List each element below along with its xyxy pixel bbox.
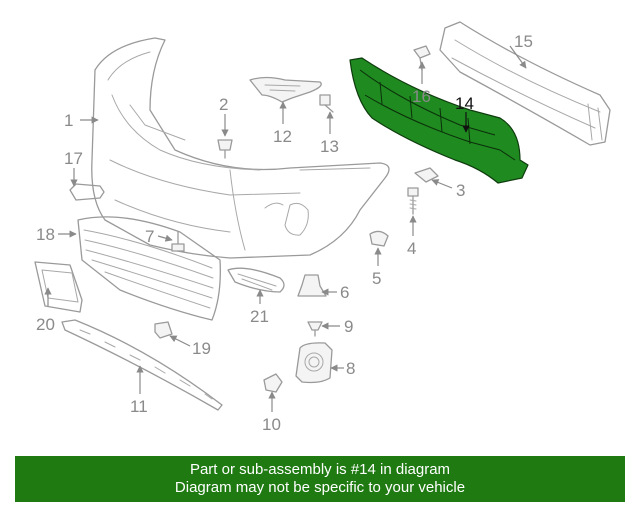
reinforcement-15 [439,21,611,146]
svg-text:10: 10 [262,415,281,434]
bolt-13 [319,94,334,113]
callout-1: 1 [64,111,99,130]
grille-18 [77,216,221,321]
callout-11: 11 [130,365,148,416]
svg-text:1: 1 [64,111,73,130]
clip-17 [69,183,105,201]
svg-text:9: 9 [344,317,353,336]
svg-text:8: 8 [346,359,355,378]
clip-5 [369,230,389,247]
callout-2: 2 [219,95,229,137]
side-grille-21 [227,267,285,293]
push-clip-2 [217,139,233,159]
svg-text:12: 12 [273,127,292,146]
retainer-6 [297,274,327,297]
callout-21: 21 [250,289,269,326]
bolt-4 [407,187,419,215]
callout-12: 12 [273,101,292,146]
svg-text:19: 19 [192,339,211,358]
callout-20: 20 [36,287,55,334]
lower-spoiler-11 [61,319,223,411]
callout-5: 5 [372,247,382,288]
callout-4: 4 [407,215,417,258]
callout-3: 3 [431,179,465,200]
callout-19: 19 [169,335,211,358]
svg-text:5: 5 [372,269,381,288]
svg-text:16: 16 [412,87,431,106]
svg-text:13: 13 [320,137,339,156]
info-banner: Part or sub-assembly is #14 in diagram D… [15,456,625,502]
bumper-cover [91,37,390,259]
cover-19 [154,321,173,339]
svg-text:11: 11 [130,397,148,416]
callout-16: 16 [412,61,431,106]
push-clip-9 [307,321,323,337]
svg-text:17: 17 [64,149,83,168]
callout-14: 14 [455,94,474,133]
callout-17: 17 [64,149,83,187]
svg-text:6: 6 [340,283,349,302]
callout-15: 15 [509,32,533,69]
svg-text:14: 14 [455,94,474,113]
callout-9: 9 [321,317,353,336]
parts-diagram: 1 2 3 4 5 6 7 8 9 10 11 12 [34,21,611,434]
svg-text:2: 2 [219,95,228,114]
svg-text:18: 18 [36,225,55,244]
bracket-12 [249,76,322,103]
svg-text:7: 7 [145,227,154,246]
plate-bracket-20 [34,261,83,313]
svg-text:15: 15 [514,32,533,51]
fog-bezel-8 [295,342,333,384]
svg-text:3: 3 [456,181,465,200]
svg-text:20: 20 [36,315,55,334]
banner-line-1: Part or sub-assembly is #14 in diagram [189,461,451,478]
callout-8: 8 [330,359,355,378]
screw-7 [171,231,185,252]
callout-18: 18 [36,225,77,244]
callout-13: 13 [320,111,339,156]
banner-line-2: Diagram may not be specific to your vehi… [174,479,466,496]
energy-absorber-14 [349,57,529,184]
bracket-10 [263,373,283,393]
callout-10: 10 [262,391,281,434]
callout-7: 7 [145,227,173,246]
svg-text:21: 21 [250,307,269,326]
bracket-clip-3 [414,167,439,183]
svg-text:4: 4 [407,239,416,258]
callout-6: 6 [321,283,349,302]
